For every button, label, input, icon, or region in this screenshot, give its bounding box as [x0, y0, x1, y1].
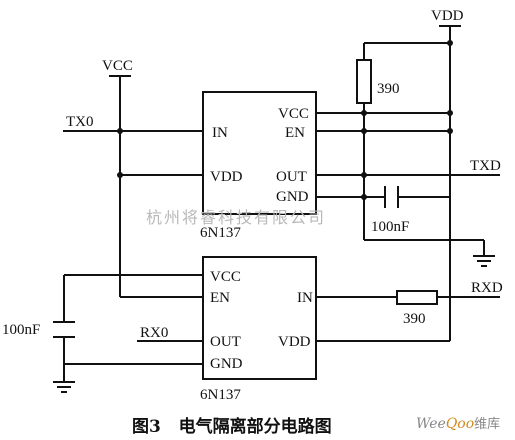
ground-icon: [53, 381, 75, 393]
watermark-text: 杭州将睿科技有限公司: [146, 208, 326, 227]
junction-dot: [361, 110, 367, 116]
ground-icon: [473, 255, 495, 267]
chip2-part-name: 6N137: [200, 387, 241, 403]
figure-caption: 图3 电气隔离部分电路图: [132, 416, 332, 437]
rxd-label: RXD: [471, 280, 503, 296]
junction-dot: [447, 128, 453, 134]
junction-dot: [117, 128, 123, 134]
junction-dot: [361, 172, 367, 178]
rx0-label: RX0: [140, 325, 168, 341]
optocoupler-chip-1: IN VDD VCC EN OUT GND 6N137: [200, 91, 317, 241]
vcc-label: VCC: [102, 58, 133, 74]
chip2-pin-en: EN: [210, 290, 230, 306]
junction-dot: [117, 172, 123, 178]
capacitor-right: 100nF: [371, 186, 409, 235]
chip1-pin-out: OUT: [276, 169, 307, 185]
resistor-bottom: 390: [396, 290, 438, 327]
chip2-pin-gnd: GND: [210, 356, 243, 372]
chip2-pin-vcc: VCC: [210, 269, 241, 285]
weeqoo-logo: WeeQoo维库: [416, 416, 500, 432]
net-labels: VCC VDD TX0 TXD RXD RX0: [66, 8, 503, 341]
chip2-pin-in: IN: [297, 290, 313, 306]
chip1-pin-in: IN: [212, 125, 228, 141]
junction-dot: [447, 40, 453, 46]
chip1-pin-vdd: VDD: [210, 169, 243, 185]
resistor-top: 390: [356, 59, 400, 104]
junction-dot: [361, 128, 367, 134]
logo-text: WeeQoo维库: [416, 416, 500, 432]
resistor-bottom-body: [396, 290, 438, 305]
chip2-pin-out: OUT: [210, 334, 241, 350]
optocoupler-chip-2: VCC EN OUT GND IN VDD 6N137: [200, 256, 317, 403]
junction-dot: [447, 110, 453, 116]
chip1-body: [202, 91, 317, 215]
junction-dot: [361, 194, 367, 200]
chip1-pin-vcc: VCC: [278, 106, 309, 122]
chip1-part-name: 6N137: [200, 225, 241, 241]
capacitor-right-value: 100nF: [371, 219, 409, 235]
capacitor-left: 100nF: [2, 321, 75, 338]
chip1-pin-en: EN: [285, 125, 305, 141]
resistor-top-body: [356, 59, 372, 104]
resistor-top-value: 390: [377, 81, 400, 97]
tx0-label: TX0: [66, 114, 94, 130]
vdd-label: VDD: [431, 8, 464, 24]
chip1-pin-gnd: GND: [276, 189, 309, 205]
junctions: [117, 40, 453, 200]
chip2-body: [202, 256, 317, 380]
txd-label: TXD: [470, 158, 501, 174]
chip2-pin-vdd: VDD: [278, 334, 311, 350]
resistor-bottom-value: 390: [403, 311, 426, 327]
wires: [63, 25, 500, 382]
capacitor-left-value: 100nF: [2, 322, 40, 338]
